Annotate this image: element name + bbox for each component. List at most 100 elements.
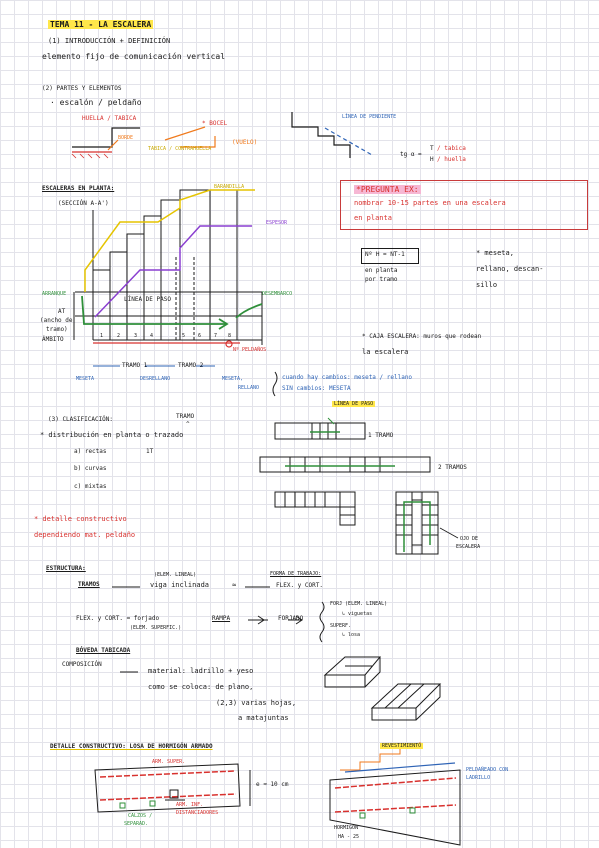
estructura-viga: viga inclinada	[150, 581, 210, 589]
borde-label: BORDE	[118, 135, 134, 141]
estructura-tramos: TRAMOS	[78, 581, 100, 588]
formula-box	[361, 248, 419, 264]
formula-box-line2: en planta	[365, 267, 398, 274]
clasif-linea-paso: LÍNEA DE PASO	[332, 401, 376, 407]
intro-heading: (1) INTRODUCCIÓN + DEFINICIÓN	[48, 37, 171, 45]
pregunta-heading: *PREGUNTA EX:	[354, 185, 421, 194]
tabica-label: TABICA / CONTRAHUELLA	[148, 146, 212, 152]
clasif-rectas-res: 1T	[146, 448, 154, 455]
red-peldanos	[93, 340, 240, 348]
peldano-num-1: 1	[100, 333, 104, 339]
pregunta-line2: en planta	[354, 214, 392, 222]
estructura-elem-lineal: (ELEM. LINEAL)	[154, 572, 197, 578]
detalle-peldanado: PELDAÑEADO CON	[466, 767, 509, 773]
page-title: TEMA 11 - LA ESCALERA	[48, 20, 154, 29]
barandilla-line	[84, 189, 255, 292]
tramo2-label: TRAMO 2	[178, 362, 204, 369]
tramo1-label: TRAMO 1	[122, 362, 148, 369]
losa-detail	[94, 763, 251, 813]
detalle-const-1: * detalle constructivo	[34, 515, 127, 523]
peldano-num-5: 5	[182, 333, 186, 339]
clasif-linea-paso-text: LÍNEA DE PASO	[332, 401, 376, 407]
detalle-calzos: CALZOS /	[128, 813, 153, 819]
estructura-flex1: FLEX. y CORT.	[276, 582, 323, 589]
stair-section	[291, 112, 373, 158]
clasif-1-tramo: 1 TRAMO	[368, 432, 394, 439]
peldano-num-6: 6	[198, 333, 202, 339]
vuelo-label: (VUELO)	[232, 139, 258, 146]
barandilla-label: BARANDILLA	[214, 184, 245, 190]
detalle-heading: DETALLE CONSTRUCTIVO: LOSA DE HORMIGÓN A…	[50, 744, 213, 750]
caja-note-1: * CAJA ESCALERA: muros que rodean	[362, 333, 482, 340]
meseta-rellano-label: MESETA,	[222, 376, 244, 382]
huella-tabica-label: HUELLA / TABICA	[82, 115, 137, 122]
pregunta-heading-text: *PREGUNTA EX:	[354, 185, 421, 194]
estructura-rampa: RAMPA	[212, 615, 231, 622]
estructura-viguetas: ↳ viguetas	[342, 611, 373, 617]
formula-tg: tg α =	[400, 151, 422, 158]
clasif-2-tramos: 2 TRAMOS	[438, 464, 467, 471]
desrellano-label: DESRELLANO	[140, 376, 171, 382]
boveda-hojas: (2,3) varias hojas,	[216, 699, 297, 707]
green-paso	[81, 295, 263, 330]
mixta-l-diagram	[274, 491, 356, 526]
estructura-heading: ESTRUCTURA:	[46, 565, 86, 572]
meseta-note-3: sillo	[476, 281, 498, 289]
clasif-ojo: OJO DE	[460, 536, 479, 542]
detalle-const-2: dependiendo mat. peldaño	[34, 531, 136, 539]
pregunta-box	[340, 180, 588, 230]
planta-heading: ESCALERAS EN PLANTA:	[42, 185, 115, 192]
ambito-label: ÁMBITO	[42, 336, 64, 343]
plan-stair	[73, 189, 263, 345]
meseta-note-2: rellano, descan-	[476, 265, 544, 273]
detalle-ladrillo: LADRILLO	[466, 775, 491, 781]
meseta-label: MESETA	[76, 376, 95, 382]
detalle-arm-inf: ARM. INF.	[176, 802, 204, 808]
rellano-label: RELLANO	[238, 385, 260, 391]
formula-t: T	[430, 145, 434, 152]
arranque-label: ARRANQUE	[42, 291, 67, 297]
detalle-heading-text: DETALLE CONSTRUCTIVO: LOSA DE HORMIGÓN A…	[50, 743, 213, 750]
formula-box-line1: Nº H = NT-1	[365, 251, 405, 258]
linea-pendiente-label: LÍNEA DE PENDIENTE	[342, 114, 397, 120]
formula-huella: / huella	[437, 156, 466, 163]
clasif-mixtas: c) mixtas	[74, 483, 107, 490]
detalle-revestimiento-text: REVESTIMIENTO	[380, 743, 424, 749]
tramo-paren-label: tramo)	[46, 326, 68, 333]
clasif-tramo: TRAMO	[176, 413, 195, 420]
peldano-num-2: 2	[117, 333, 121, 339]
boveda-heading: BÓVEDA TABICADA	[76, 647, 131, 654]
estructura-superf2: SUPERF.	[330, 623, 352, 629]
step-sketch	[71, 126, 216, 159]
boveda-composicion: COMPOSICIÓN	[62, 661, 102, 668]
ancho-label: (ancho de	[40, 317, 73, 324]
at-label: AT	[58, 308, 66, 315]
desembarco-label: DESEMBARCO	[262, 291, 293, 297]
seccion-label: (SECCIÓN A-A')	[58, 200, 109, 207]
estructura-approx: ≈	[232, 581, 237, 589]
caja-note-2: la escalera	[362, 348, 409, 356]
detalle-espesor: e ≈ 10 cm	[256, 781, 289, 788]
espesor-label: ESPESOR	[266, 220, 288, 226]
pregunta-line1: nombrar 10-15 partes en una escalera	[354, 199, 506, 207]
estructura-superf: (ELEM. SUPERFIC.)	[130, 625, 182, 631]
clasif-distrib: * distribución en planta o trazado	[40, 431, 184, 439]
detalle-hormigon: HORMIGÓN	[334, 825, 359, 831]
bocel-label: * BOCEL	[202, 120, 228, 127]
partes-heading: (2) PARTES Y ELEMENTOS	[42, 85, 122, 92]
tramo-2-diagram	[259, 456, 431, 473]
estructura-losa: ↳ losa	[342, 632, 361, 638]
detalle-revestimiento: REVESTIMIENTO	[380, 743, 424, 749]
peldano-num-4: 4	[150, 333, 154, 339]
tramo-1-diagram	[274, 422, 366, 440]
boveda-como: como se coloca: de plano,	[148, 683, 254, 691]
peldanos-label: Nº PELDAÑOS	[233, 347, 267, 353]
clasif-heading: (3) CLASIFICACIÓN:	[48, 416, 114, 423]
clasif-curvas: b) curvas	[74, 465, 107, 472]
paso-line	[94, 225, 252, 318]
detalle-separad: SEPARAD.	[124, 821, 149, 827]
formula-box-line3: por tramo	[365, 276, 398, 283]
page-title-text: TEMA 11 - LA ESCALERA	[48, 20, 154, 29]
linea-paso-label: LÍNEA DE PASO	[124, 296, 171, 303]
